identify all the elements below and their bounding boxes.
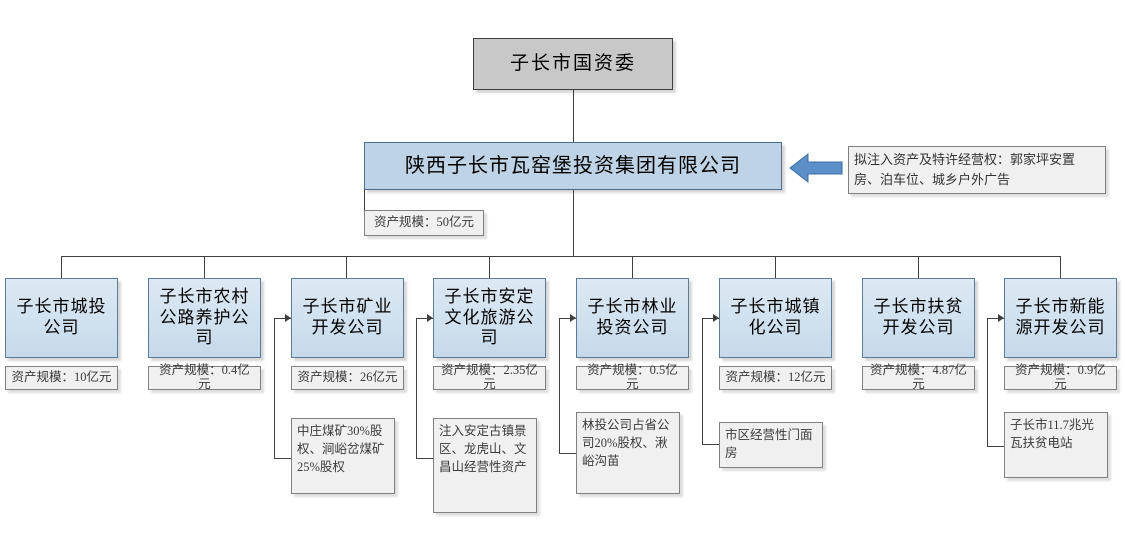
note-text: 林投公司占省公司20%股权、湫峪沟苗 — [582, 418, 670, 469]
node-subsidiary-4[interactable]: 子长市安定文化旅游公司 — [433, 278, 546, 358]
connector-drop-7 — [918, 256, 919, 278]
note-asset-scale-6: 资产规模：12亿元 — [719, 366, 832, 390]
node-subsidiary-2[interactable]: 子长市农村公路养护公司 — [148, 278, 261, 358]
note-detail-4: 注入安定古镇景区、龙虎山、文昌山经营性资产 — [433, 418, 537, 513]
node-label: 子长市城投公司 — [16, 297, 107, 337]
note-asset-scale-8: 资产规模：0.9亿元 — [1004, 363, 1117, 391]
node-label: 子长市新能源开发公司 — [1015, 297, 1106, 337]
connector-drop-4 — [489, 256, 490, 278]
connector-note3-to-note — [274, 458, 291, 459]
node-label: 子长市安定文化旅游公司 — [444, 286, 535, 348]
note-detail-6: 市区经营性门面房 — [719, 422, 823, 468]
node-state-asset-commission[interactable]: 子长市国资委 — [473, 38, 673, 90]
connector-main-down — [573, 190, 574, 256]
note-asset-scale-4: 资产规模：2.35亿元 — [433, 363, 546, 391]
node-subsidiary-7[interactable]: 子长市扶贫开发公司 — [862, 278, 975, 358]
node-label: 子长市林业投资公司 — [587, 297, 678, 337]
connector-note8-vertical — [987, 318, 988, 446]
connector-note6-to-box — [702, 318, 719, 319]
note-text: 资产规模：12亿元 — [725, 370, 826, 385]
note-detail-5: 林投公司占省公司20%股权、湫峪沟苗 — [576, 412, 680, 494]
note-asset-scale-5: 资产规模：0.5亿元 — [576, 363, 689, 391]
note-text: 子长市11.7兆光瓦扶贫电站 — [1010, 418, 1094, 451]
connector-note4-to-note — [416, 458, 433, 459]
node-label: 子长市城镇化公司 — [730, 297, 821, 337]
connector-drop-8 — [1060, 256, 1061, 278]
connector-drop-6 — [775, 256, 776, 278]
connector-drop-3 — [346, 256, 347, 278]
note-detail-8: 子长市11.7兆光瓦扶贫电站 — [1004, 412, 1108, 478]
node-subsidiary-1[interactable]: 子长市城投公司 — [5, 278, 118, 358]
arrowhead-note8 — [998, 314, 1004, 322]
note-asset-scale-3: 资产规模：26亿元 — [291, 366, 404, 390]
connector-horizontal-rail — [61, 256, 1061, 257]
node-label: 子长市矿业开发公司 — [302, 297, 393, 337]
node-label: 子长市农村公路养护公司 — [159, 286, 250, 348]
node-label: 陕西子长市瓦窑堡投资集团有限公司 — [405, 154, 741, 177]
arrowhead-note3 — [285, 314, 291, 322]
note-main-asset-scale: 资产规模：50亿元 — [364, 210, 484, 236]
arrowhead-note4 — [427, 314, 433, 322]
connector-note4-vertical — [416, 318, 417, 458]
node-subsidiary-3[interactable]: 子长市矿业开发公司 — [291, 278, 404, 358]
node-subsidiary-5[interactable]: 子长市林业投资公司 — [576, 278, 689, 358]
connector-drop-2 — [204, 256, 205, 278]
note-text: 资产规模：50亿元 — [373, 215, 474, 230]
connector-note6-to-note — [702, 444, 719, 445]
note-text: 注入安定古镇景区、龙虎山、文昌山经营性资产 — [439, 424, 527, 475]
arrowhead-note6 — [713, 314, 719, 322]
note-text: 资产规模：0.9亿元 — [1015, 363, 1106, 391]
node-subsidiary-6[interactable]: 子长市城镇化公司 — [719, 278, 832, 358]
note-text: 资产规模：0.4亿元 — [159, 363, 250, 391]
connector-note5-to-note — [559, 453, 576, 454]
connector-main-to-scale — [364, 190, 365, 210]
note-asset-scale-7: 资产规模：4.87亿元 — [862, 363, 975, 391]
note-text: 资产规模：0.5亿元 — [587, 363, 678, 391]
connector-note6-vertical — [702, 318, 703, 444]
connector-note3-to-box — [274, 318, 291, 319]
note-text: 资产规模：2.35亿元 — [441, 363, 538, 391]
note-asset-scale-1: 资产规模：10亿元 — [5, 366, 118, 390]
note-text: 市区经营性门面房 — [725, 428, 813, 461]
connector-drop-5 — [632, 256, 633, 278]
connector-note3-vertical — [274, 318, 275, 458]
node-label: 子长市国资委 — [509, 53, 636, 75]
note-text: 资产规模：10亿元 — [11, 370, 112, 385]
blue-left-arrow-icon — [789, 152, 843, 184]
note-detail-3: 中庄煤矿30%股权、涧峪岔煤矿25%股权 — [291, 418, 395, 494]
connector-drop-1 — [61, 256, 62, 278]
note-text: 中庄煤矿30%股权、涧峪岔煤矿25%股权 — [297, 424, 385, 475]
connector-note5-to-box — [559, 318, 576, 319]
note-text: 资产规模：26亿元 — [297, 370, 398, 385]
node-main-company[interactable]: 陕西子长市瓦窑堡投资集团有限公司 — [364, 142, 782, 190]
connector-note5-vertical — [559, 318, 560, 453]
connector-note4-to-box — [416, 318, 433, 319]
note-text: 资产规模：4.87亿元 — [870, 363, 967, 391]
note-text: 拟注入资产及特许经营权：郭家坪安置房、泊车位、城乡户外广告 — [854, 152, 1076, 187]
note-planned-asset-injection: 拟注入资产及特许经营权：郭家坪安置房、泊车位、城乡户外广告 — [848, 146, 1106, 194]
note-asset-scale-2: 资产规模：0.4亿元 — [148, 363, 261, 391]
connector-note8-to-box — [987, 318, 1004, 319]
node-subsidiary-8[interactable]: 子长市新能源开发公司 — [1004, 278, 1117, 358]
arrowhead-note5 — [570, 314, 576, 322]
node-label: 子长市扶贫开发公司 — [873, 297, 964, 337]
connector-note8-to-note — [987, 446, 1004, 447]
connector-root-to-main — [573, 90, 574, 142]
